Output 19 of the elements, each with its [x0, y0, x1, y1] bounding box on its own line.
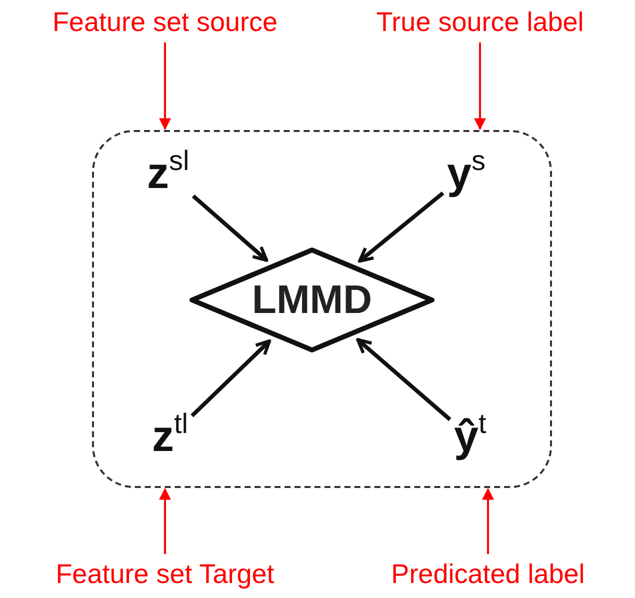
arrow — [159, 488, 171, 554]
math-symbol: z$^{sl}$ — [147, 152, 190, 196]
math-symbol: y$^{s}$ — [447, 152, 486, 196]
math-symbol: z$^{tl}$ — [152, 415, 188, 459]
decision-diamond — [189, 247, 435, 353]
arrow — [482, 488, 494, 554]
annotation-label: Feature set source — [52, 6, 278, 38]
arrow — [358, 191, 444, 263]
arrow — [356, 338, 452, 422]
dashed-frame — [92, 130, 552, 488]
math-symbol: ŷ$^{t}$ — [454, 415, 486, 459]
diamond-label: LMMD — [252, 280, 372, 320]
arrow — [190, 339, 272, 418]
annotation-label: True source label — [376, 6, 584, 38]
arrow — [192, 194, 268, 262]
arrow — [474, 42, 486, 130]
annotation-label: Feature set Target — [56, 558, 274, 590]
arrow — [159, 42, 171, 130]
annotation-label: Predicated label — [391, 558, 585, 590]
